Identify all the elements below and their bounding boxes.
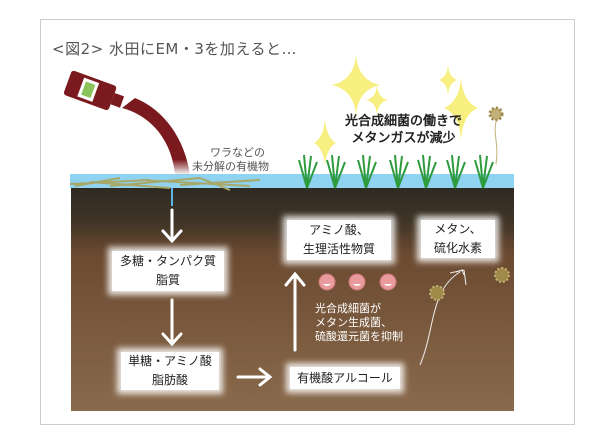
sparkle-icons <box>314 55 478 165</box>
box-monosaccharide: 単糖・アミノ酸 脂肪酸 <box>121 352 219 390</box>
box-text: 単糖・アミノ酸 <box>128 354 212 368</box>
label-line: 硫酸還元菌を抑制 <box>315 330 403 343</box>
figure-title: <図2> 水田にEM・3を加えると… <box>52 40 297 58</box>
box-amino-acid: アミノ酸、 生理活性物質 <box>287 220 391 260</box>
methane-bacterium-icon <box>488 106 504 165</box>
straw-label: ワラなどの 未分解の有機物 <box>192 146 269 174</box>
em3-pour <box>122 98 190 175</box>
box-polysaccharide: 多糖・タンパク質 脂質 <box>112 251 224 291</box>
box-text: 脂肪酸 <box>151 373 188 387</box>
rice-plants <box>298 154 494 189</box>
label-line: 光合成細菌が <box>315 302 381 315</box>
photosynthetic-bacteria-icons <box>318 273 397 291</box>
arrow-down-1 <box>161 208 183 244</box>
label-line: メタン生成菌、 <box>315 316 392 329</box>
flow-arrows <box>161 208 306 387</box>
box-text: メタン、 <box>434 222 482 236</box>
box-text: 硫化水素 <box>433 241 482 255</box>
harmful-bacteria-icons <box>429 267 510 301</box>
em3-bottle-icon <box>63 70 125 111</box>
box-text: アミノ酸、 <box>309 223 369 237</box>
arrow-up <box>284 271 306 352</box>
straw-label-line: 未分解の有機物 <box>192 160 269 173</box>
box-methane: メタン、 硫化水素 <box>421 220 495 258</box>
arrow-right <box>236 367 273 387</box>
bacteria-faces <box>323 284 392 286</box>
straw-label-line: ワラなどの <box>210 146 265 159</box>
straw-pile <box>69 177 261 191</box>
box-text: 脂質 <box>155 273 180 287</box>
box-text: 有機酸アルコール <box>297 370 393 385</box>
figure-frame <box>40 19 575 425</box>
methane-reduction-label: 光合成細菌の働きで メタンガスが減少 <box>345 113 462 147</box>
box-text: 多糖・タンパク質 <box>119 254 216 268</box>
label-line: メタンガスが減少 <box>351 131 456 146</box>
box-text: 生理活性物質 <box>302 242 375 256</box>
arrow-down-2 <box>161 298 183 347</box>
box-organic-acid: 有機酸アルコール <box>290 367 400 389</box>
suppression-label: 光合成細菌が メタン生成菌、 硫酸還元菌を抑制 <box>315 302 403 344</box>
label-line: 光合成細菌の働きで <box>345 114 463 129</box>
